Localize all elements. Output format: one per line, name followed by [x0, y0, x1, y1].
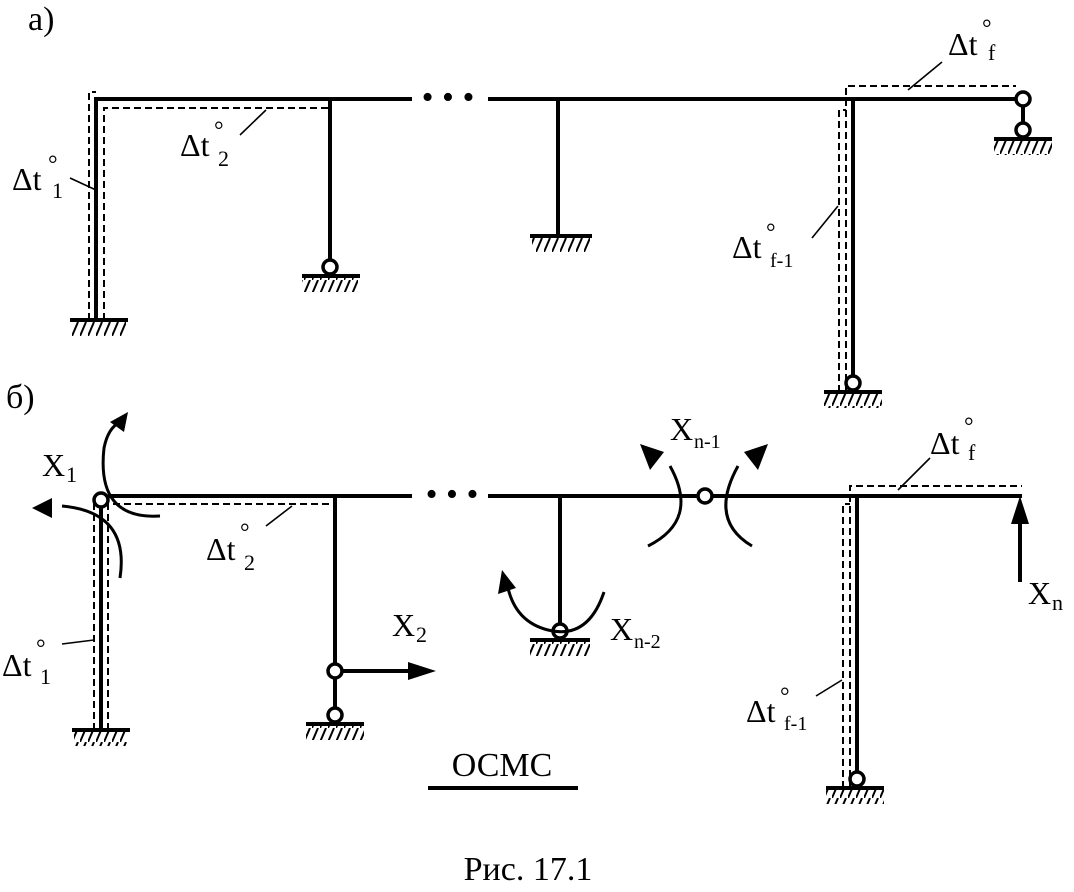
pin-support-2-a: [321, 258, 339, 276]
svg-text:°: °: [214, 118, 224, 144]
force-xn: [1011, 496, 1029, 582]
svg-text:Δt: Δt: [948, 26, 978, 62]
svg-text:1: 1: [52, 178, 63, 203]
svg-text:X: X: [610, 611, 633, 647]
figure-caption: Рис. 17.1: [464, 851, 593, 888]
column-1-a: [69, 91, 128, 336]
fixed-support-1-b: [74, 732, 128, 746]
svg-text:1: 1: [40, 664, 51, 689]
label-dtf1-a: Δt ° f-1: [732, 220, 793, 272]
label-xn1: X n-1: [670, 411, 721, 453]
label-dtf1-b: Δt ° f-1: [746, 684, 807, 735]
hinge-x1: [92, 491, 110, 509]
label-dt2-b: Δt ° 2: [206, 520, 255, 575]
svg-text:X: X: [42, 447, 65, 483]
label-x1: X 1: [42, 447, 77, 487]
fixed-support-mid-a: [532, 238, 590, 252]
label-dt1-a: Δt ° 1: [12, 152, 63, 203]
moment-x1: [32, 412, 161, 579]
moment-xn1: [640, 444, 768, 548]
svg-text:Δt: Δt: [746, 693, 776, 729]
panel-b: б) • • • Δt ° 1 X 1: [2, 379, 1063, 804]
svg-text:Δt: Δt: [206, 531, 236, 567]
panel-a-label: а): [28, 1, 54, 38]
column-2-a: [302, 97, 360, 292]
column-f1-a: [824, 85, 1016, 408]
temp-dash-span1-a: [103, 107, 328, 320]
svg-text:°: °: [240, 520, 250, 546]
leader-dtf1-b: [815, 679, 843, 697]
svg-text:°: °: [48, 152, 58, 178]
svg-text:2: 2: [416, 622, 427, 647]
leader-dt2-a: [239, 109, 267, 136]
ellipsis-b: • • •: [426, 476, 479, 513]
hinge-xn1: [696, 487, 714, 505]
leader-dtf-b: [897, 457, 931, 491]
panel-b-label: б): [6, 379, 35, 416]
fixed-support-1-a: [72, 322, 126, 336]
svg-text:2: 2: [218, 146, 229, 171]
system-label: ОСМС: [452, 747, 553, 784]
leader-dtf-a: [907, 61, 943, 91]
svg-text:1: 1: [66, 462, 77, 487]
column-mid-b: [498, 494, 606, 656]
leader-dt1-b: [61, 639, 95, 645]
ellipsis-a: • • •: [422, 79, 475, 116]
svg-text:°: °: [36, 636, 46, 662]
svg-text:Δt: Δt: [2, 647, 32, 683]
panel-a: а) • • • Δt ° 1 Δt ° 2: [12, 1, 1052, 408]
pin-support-f1-a: [844, 374, 862, 392]
svg-text:n-2: n-2: [634, 631, 661, 653]
leader-dt2-b: [265, 505, 293, 527]
svg-text:X: X: [392, 607, 415, 643]
svg-text:f: f: [988, 40, 996, 65]
column-mid-a: [530, 97, 592, 252]
label-dt2-a: Δt ° 2: [180, 118, 229, 171]
column-2-b: [306, 494, 436, 740]
right-support-a: [994, 90, 1052, 155]
label-dtf-b: Δt ° f: [930, 414, 976, 465]
svg-text:Δt: Δt: [180, 127, 210, 163]
svg-text:°: °: [766, 220, 776, 246]
svg-text:Δt: Δt: [930, 425, 960, 461]
svg-text:°: °: [964, 414, 974, 440]
svg-text:n-1: n-1: [694, 431, 721, 453]
svg-text:Δt: Δt: [732, 229, 762, 265]
label-x2: X 2: [392, 607, 427, 647]
column-f1-b: [826, 485, 1022, 804]
svg-text:X: X: [670, 411, 693, 447]
label-xn2: X n-2: [610, 611, 661, 653]
svg-text:Δt: Δt: [12, 161, 42, 197]
svg-text:°: °: [780, 684, 790, 710]
label-dtf-a: Δt ° f: [948, 16, 996, 65]
svg-text:°: °: [982, 16, 992, 42]
svg-text:2: 2: [244, 550, 255, 575]
svg-text:f-1: f-1: [784, 713, 807, 735]
leader-dtf1-a: [811, 205, 839, 239]
column-1-b: [72, 491, 330, 746]
label-xn: X n: [1028, 575, 1063, 615]
label-dt1-b: Δt ° 1: [2, 636, 51, 689]
svg-text:f-1: f-1: [770, 250, 793, 272]
svg-text:n: n: [1052, 590, 1063, 615]
svg-text:f: f: [968, 440, 976, 465]
svg-text:X: X: [1028, 575, 1051, 611]
